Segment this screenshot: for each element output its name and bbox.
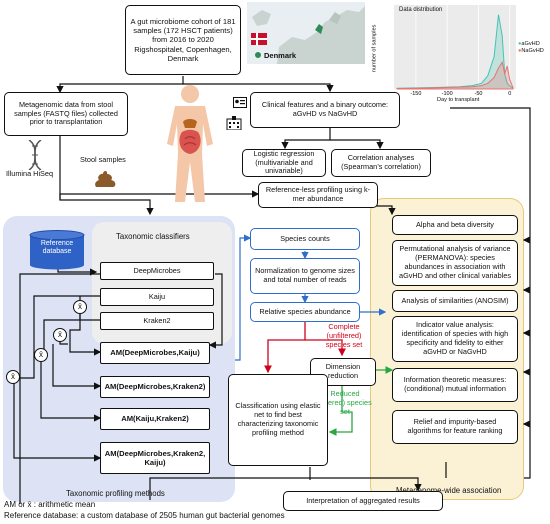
chart-x-tick: -150 — [410, 91, 421, 97]
mwa-item-text: Alpha and beta diversity — [416, 219, 494, 229]
dimension-reduction-text: Dimension reduction — [325, 362, 361, 380]
chart-ylabel: number of samples — [371, 24, 378, 73]
legend-entry: ●NaGvHD — [518, 48, 544, 55]
stool-label: Stool samples — [80, 155, 126, 164]
am-args: (DeepMicrobes,Kaiju) — [122, 348, 200, 358]
classifier-kraken2: Kraken2 — [100, 312, 214, 330]
mean-symbol-circle: x̄ — [53, 328, 67, 342]
mwa-information-theoretic: Information theoretic measures: (conditi… — [392, 368, 518, 402]
mwa-item-text: Relief and impurity-based algorithms for… — [407, 417, 503, 435]
correlation-box: Correlation analyses (Spearman’s correla… — [331, 149, 431, 177]
mwa-item-text: Information theoretic measures: (conditi… — [403, 375, 507, 393]
am-label: AM — [104, 382, 117, 392]
mean-symbol: x̄ — [78, 302, 82, 312]
denmark-marker-icon — [255, 52, 261, 58]
normalization-box: Normalization to genome sizes and total … — [250, 258, 360, 294]
mwa-item-text: Permutational analysis of variance (PERM… — [399, 244, 511, 280]
logistic-text: Logistic regression (multivariable and u… — [253, 148, 315, 176]
chart-legend: ●aGvHD ●NaGvHD — [518, 41, 544, 56]
chart-title: Data distribution — [399, 7, 443, 13]
id-card-icon — [233, 97, 247, 108]
legend-label: aGvHD — [521, 41, 540, 47]
am-deepmicrobes-kaiju: AM(DeepMicrobes,Kaiju) — [100, 342, 210, 364]
denmark-flag-icon — [251, 33, 267, 45]
profiling-panel-title: Taxonomic profiling methods — [66, 489, 165, 498]
legend-label: NaGvHD — [521, 48, 544, 55]
am-args: (DeepMicrobes,Kraken2) — [116, 382, 206, 392]
mwa-indicator: Indicator value analysis: identification… — [392, 316, 518, 362]
referenceless-profiling-box: Reference-less profiling using k-mer abu… — [258, 182, 378, 208]
am-all-three: AM(DeepMicrobes,Kraken2, Kaiju) — [100, 442, 210, 474]
footnote-am: AM or x̄ : arithmetic mean — [4, 500, 96, 509]
clinical-features-box: Clinical features and a binary outcome: … — [250, 92, 400, 128]
reference-database-icon — [29, 230, 85, 270]
chart-series-NaGvHD — [396, 61, 514, 90]
normalization-text: Normalization to genome sizes and total … — [255, 266, 355, 284]
chart-x-tick: -100 — [442, 91, 453, 97]
metagenomic-text: Metagenomic data from stool samples (FAS… — [14, 99, 118, 127]
legend-entry: ●aGvHD — [518, 41, 540, 47]
chart-xlabel: Day to transplant — [437, 97, 480, 103]
chart-x-tick: 0 — [508, 91, 511, 97]
classifier-label: Kraken2 — [143, 315, 171, 325]
am-deepmicrobes-kraken2: AM(DeepMicrobes,Kraken2) — [100, 376, 210, 398]
am-label: AM — [104, 448, 117, 458]
mwa-item-text: Analysis of similarities (ANOSIM) — [401, 295, 509, 305]
species-counts-text: Species counts — [280, 233, 330, 243]
am-args: (Kaiju,Kraken2) — [133, 414, 189, 424]
classifier-deepmicrobes: DeepMicrobes — [100, 262, 214, 280]
logistic-regression-box: Logistic regression (multivariable and u… — [242, 149, 326, 177]
classification-text: Classification using elastic net to find… — [235, 401, 321, 437]
stool-icon — [95, 171, 116, 187]
am-label: AM — [121, 414, 134, 424]
hospital-icon — [226, 116, 242, 130]
mean-symbol: x̄ — [11, 372, 15, 382]
classifiers-title: Taxonomic classifiers — [116, 232, 190, 241]
mwa-relief: Relief and impurity-based algorithms for… — [392, 410, 518, 444]
mwa-alpha-beta: Alpha and beta diversity — [392, 215, 518, 235]
cohort-text: A gut microbiome cohort of 181 samples (… — [130, 16, 236, 63]
am-kaiju-kraken2: AM(Kaiju,Kraken2) — [100, 408, 210, 430]
am-args: (DeepMicrobes,Kraken2, Kaiju) — [116, 448, 206, 467]
chart-svg: -150 -100 -50 0 — [394, 5, 516, 97]
mean-symbol: x̄ — [39, 350, 43, 360]
classification-box: Classification using elastic net to find… — [228, 374, 328, 466]
denmark-label: Denmark — [264, 51, 297, 60]
illumina-label: Illumina HiSeq — [6, 169, 54, 178]
referenceless-text: Reference-less profiling using k-mer abu… — [265, 185, 371, 203]
clinical-text: Clinical features and a binary outcome: … — [261, 100, 389, 118]
footnote-refdb: Reference database: a custom database of… — [4, 511, 285, 520]
correlation-text: Correlation analyses (Spearman’s correla… — [341, 153, 421, 171]
mean-symbol-circle: x̄ — [34, 348, 48, 362]
reduced-set-label: Reduced (filtered) species set — [318, 389, 372, 416]
classifier-label: Kaiju — [148, 291, 166, 301]
relative-abundance-box: Relative species abundance — [250, 302, 360, 322]
mean-symbol: x̄ — [58, 330, 62, 340]
mwa-permanova: Permutational analysis of variance (PERM… — [392, 240, 518, 286]
interpretation-text: Interpretation of aggregated results — [306, 495, 420, 505]
human-body-icon — [167, 85, 213, 202]
am-label: AM — [110, 348, 123, 358]
mean-symbol-circle: x̄ — [6, 370, 20, 384]
mwa-panel-title: Metagenome-wide association — [396, 486, 502, 495]
mwa-anosim: Analysis of similarities (ANOSIM) — [392, 290, 518, 312]
species-counts-box: Species counts — [250, 228, 360, 250]
classifier-kaiju: Kaiju — [100, 288, 214, 306]
mwa-item-text: Indicator value analysis: identification… — [401, 320, 509, 356]
interpretation-box: Interpretation of aggregated results — [283, 491, 443, 511]
mean-symbol-circle: x̄ — [73, 300, 87, 314]
relative-abundance-text: Relative species abundance — [259, 306, 351, 316]
dna-icon — [28, 140, 42, 170]
distribution-chart: -150 -100 -50 0 Data distribution number of… — [369, 3, 547, 106]
complete-set-label: Complete (unfiltered) species set — [325, 322, 363, 349]
cohort-box: A gut microbiome cohort of 181 samples (… — [125, 5, 241, 75]
reference-database-label: Reference database — [40, 240, 74, 256]
classifier-label: DeepMicrobes — [133, 265, 181, 275]
chart-x-tick: -50 — [474, 91, 482, 97]
metagenomic-data-box: Metagenomic data from stool samples (FAS… — [4, 92, 128, 136]
